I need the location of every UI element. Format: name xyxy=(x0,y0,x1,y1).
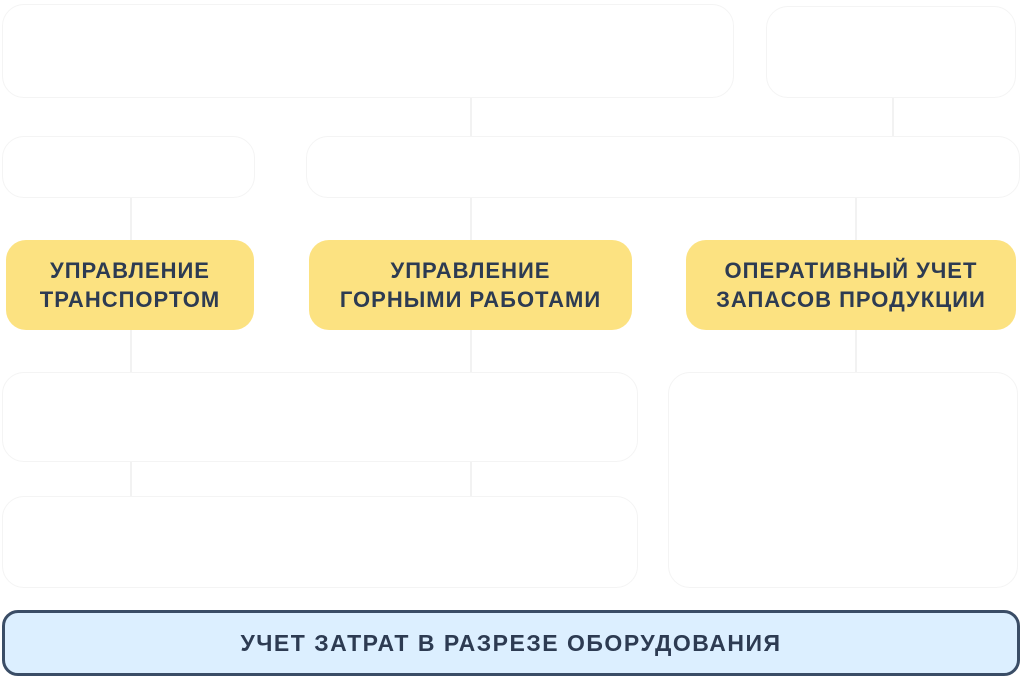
node-label-line: УПРАВЛЕНИЕ xyxy=(390,258,551,283)
faded-box-row4-left xyxy=(2,372,638,462)
node-label-line: ОПЕРАТИВНЫЙ УЧЕТ xyxy=(724,258,978,283)
faded-connector xyxy=(470,462,472,496)
faded-box-top-wide xyxy=(2,4,734,98)
faded-box-row5-left xyxy=(2,496,638,588)
node-product-inventory: ОПЕРАТИВНЫЙ УЧЕТ ЗАПАСОВ ПРОДУКЦИИ xyxy=(686,240,1016,330)
faded-connector xyxy=(470,198,472,240)
faded-connector xyxy=(470,98,472,136)
faded-box-right-tall xyxy=(668,372,1018,588)
footer-label: УЧЕТ ЗАТРАТ В РАЗРЕЗЕ ОБОРУДОВАНИЯ xyxy=(240,629,782,656)
node-mining-management: УПРАВЛЕНИЕ ГОРНЫМИ РАБОТАМИ xyxy=(309,240,632,330)
faded-box-top-right xyxy=(766,6,1016,98)
faded-box-row2-right xyxy=(306,136,1020,198)
faded-connector xyxy=(470,330,472,372)
faded-connector xyxy=(130,198,132,240)
node-transport-management: УПРАВЛЕНИЕ ТРАНСПОРТОМ xyxy=(6,240,254,330)
faded-connector xyxy=(855,330,857,372)
faded-connector xyxy=(855,198,857,240)
faded-box-row2-left xyxy=(2,136,255,198)
faded-connector xyxy=(130,330,132,372)
node-equipment-cost-accounting: УЧЕТ ЗАТРАТ В РАЗРЕЗЕ ОБОРУДОВАНИЯ xyxy=(2,610,1020,676)
faded-connector xyxy=(130,462,132,496)
node-label-line: УПРАВЛЕНИЕ xyxy=(50,258,210,283)
faded-connector xyxy=(892,98,894,136)
node-label-line: ГОРНЫМИ РАБОТАМИ xyxy=(339,287,602,312)
node-label-line: ТРАНСПОРТОМ xyxy=(39,287,221,312)
node-label-line: ЗАПАСОВ ПРОДУКЦИИ xyxy=(716,287,986,312)
